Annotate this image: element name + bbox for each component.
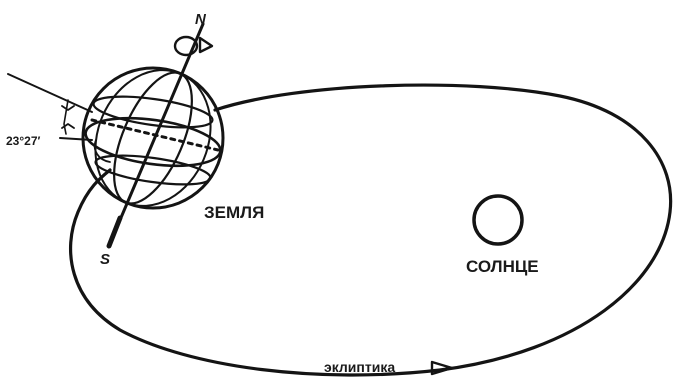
sun bbox=[474, 196, 522, 244]
earth-axis-south-end bbox=[109, 218, 120, 246]
ecliptic-label: эклиптика bbox=[324, 359, 395, 375]
triangle-arrow-icon bbox=[432, 362, 452, 374]
earth-globe bbox=[83, 68, 223, 208]
tilt-angle-arc bbox=[64, 100, 68, 134]
sun-label: СОЛНЦЕ bbox=[466, 257, 539, 276]
tilt-angle-label: 23°27′ bbox=[6, 134, 40, 148]
earth-latitude bbox=[94, 150, 212, 190]
earth-label: ЗЕМЛЯ bbox=[204, 203, 264, 222]
earth bbox=[75, 52, 231, 224]
south-pole-label: S bbox=[100, 251, 110, 268]
earth-latitude bbox=[92, 91, 214, 133]
earth-meridian bbox=[98, 62, 208, 214]
orbit-path bbox=[71, 85, 671, 375]
tilt-reference-line bbox=[8, 74, 92, 112]
earth-meridian bbox=[75, 52, 231, 224]
north-pole-label: N bbox=[195, 11, 207, 28]
